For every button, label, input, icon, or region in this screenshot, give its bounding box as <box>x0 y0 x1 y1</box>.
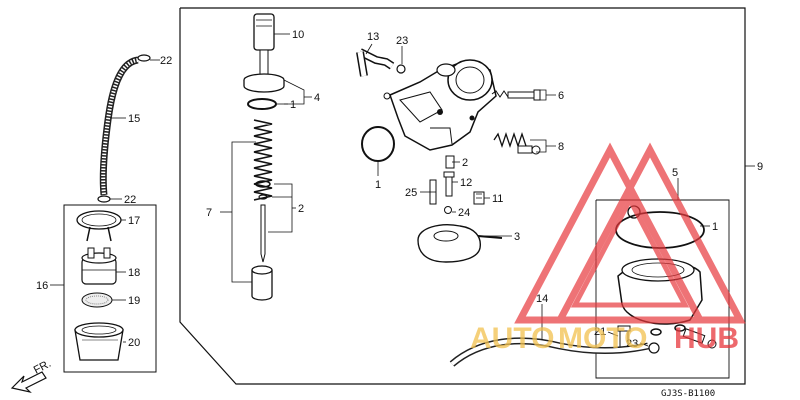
callout-25: 25 <box>405 187 417 199</box>
jet-needle <box>260 204 266 263</box>
callout-9: 9 <box>757 161 763 173</box>
callout-6: 6 <box>558 90 564 102</box>
fuel-tube <box>99 56 139 196</box>
callout-22b: 22 <box>124 194 136 206</box>
callout-21: 21 <box>594 326 606 338</box>
slow-jet <box>443 171 455 197</box>
float <box>417 224 503 263</box>
left-frame <box>63 204 157 373</box>
callout-1a: 1 <box>290 99 296 111</box>
watermark-logo <box>514 142 746 324</box>
tube-clip-bottom <box>97 195 111 203</box>
small-screw <box>383 92 391 100</box>
watermark-text-hub: HUB <box>674 322 739 355</box>
carburetor-body <box>389 59 497 151</box>
watermark-text-auto: AUTO <box>470 322 554 355</box>
callout-23b: 23 <box>626 338 638 350</box>
watermark-text-moto: MOTO <box>558 322 647 355</box>
filter-bowl <box>74 322 124 361</box>
callout-4: 4 <box>314 92 320 104</box>
filter-element <box>81 292 113 308</box>
needle-clip <box>255 180 271 200</box>
drain-screw <box>650 324 717 349</box>
callout-labels: 22 15 22 17 18 19 20 16 10 4 1 2 7 13 23… <box>36 29 763 350</box>
callout-23a: 23 <box>396 35 408 47</box>
drawing-code: GJ3S-B1100 <box>661 389 715 399</box>
chamber-o-ring <box>361 126 395 162</box>
callout-12: 12 <box>460 177 472 189</box>
throttle-stop-screw <box>493 131 541 155</box>
callout-19: 19 <box>128 295 140 307</box>
front-direction-arrow: FR. <box>10 358 53 394</box>
float-chamber <box>617 258 703 325</box>
air-screw <box>491 89 541 101</box>
throttle-valve <box>251 265 273 301</box>
clip-23-bottom <box>648 342 660 354</box>
callout-5: 5 <box>672 167 678 179</box>
callout-11: 11 <box>492 193 503 205</box>
callout-3: 3 <box>514 231 520 243</box>
watermark-text: AUTO MOTO HUB <box>470 322 739 355</box>
callout-22a: 22 <box>160 55 172 67</box>
filter-cap <box>81 247 117 285</box>
callout-1b: 1 <box>375 179 381 191</box>
callout-14: 14 <box>536 293 548 305</box>
filter-clip <box>76 210 122 242</box>
top-cap-10 <box>253 13 275 51</box>
clip-23-top <box>396 64 406 74</box>
main-frame <box>179 7 746 385</box>
callout-18: 18 <box>128 267 140 279</box>
callout-1c: 1 <box>712 221 718 233</box>
o-ring-top <box>247 98 277 110</box>
throttle-spring <box>253 119 273 201</box>
callout-10: 10 <box>292 29 304 41</box>
callout-17: 17 <box>128 215 140 227</box>
callout-16: 16 <box>36 280 48 292</box>
drain-tube <box>449 337 649 367</box>
callout-24: 24 <box>458 207 470 219</box>
jet-washer <box>444 206 452 214</box>
callout-2a: 2 <box>298 203 304 215</box>
callout-8: 8 <box>558 141 564 153</box>
direction-label: FR. <box>32 358 53 377</box>
callout-20: 20 <box>128 337 140 349</box>
callout-2b: 2 <box>462 157 468 169</box>
callout-13: 13 <box>367 31 379 43</box>
cap-nut-4 <box>243 73 285 93</box>
throttle-cable-rod <box>259 49 269 77</box>
tube-clip-top <box>137 54 151 62</box>
overflow-pipe <box>356 48 395 77</box>
callout-7: 7 <box>206 207 212 219</box>
main-jet <box>473 191 485 205</box>
leader-lines <box>50 33 755 347</box>
callout-15: 15 <box>128 113 140 125</box>
